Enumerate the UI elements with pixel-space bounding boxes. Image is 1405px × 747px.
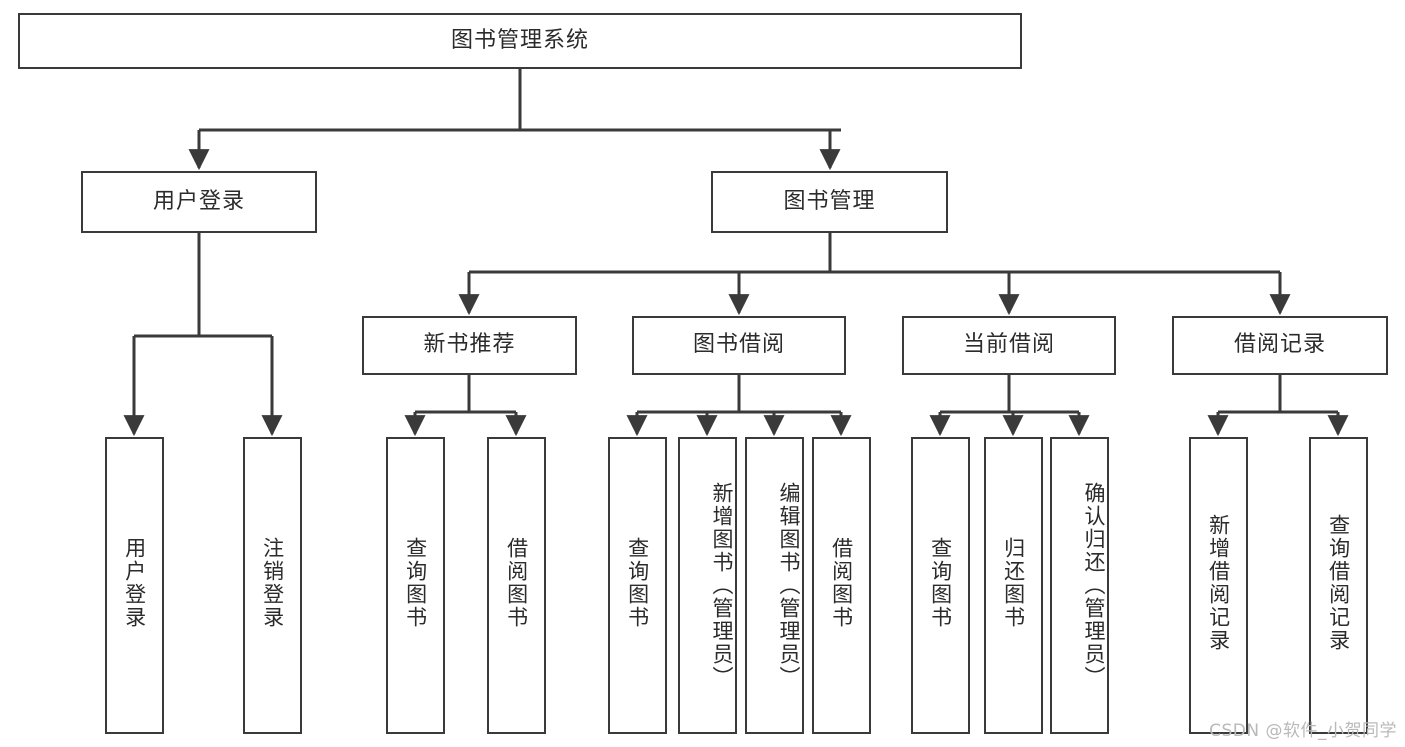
node-book-borrowing[interactable]: 图书借阅	[632, 316, 846, 375]
node-user-login[interactable]: 用户登录	[81, 171, 317, 233]
leaf-label: 用户登录	[122, 536, 147, 629]
node-user-login-label: 用户登录	[152, 188, 245, 214]
edges-book-manage-branch	[458, 233, 1291, 316]
edges-new-book-rec-leaves	[404, 375, 527, 437]
leaf-node-borrow-book-bb[interactable]: 借阅图书	[812, 437, 871, 734]
node-book-management[interactable]: 图书管理	[711, 171, 948, 233]
leaf-node-query-book-cb[interactable]: 查询图书	[911, 437, 970, 734]
leaf-label: 查询图书	[625, 536, 650, 629]
leaf-node-query-borrow-record[interactable]: 查询借阅记录	[1309, 437, 1368, 734]
leaf-node-user-login[interactable]: 用户登录	[105, 437, 164, 734]
leaf-node-add-book-admin[interactable]: 新增图书（管理员）	[678, 437, 737, 734]
node-current-borrowing-label: 当前借阅	[962, 332, 1055, 358]
edges-root-to-level2	[188, 69, 841, 171]
leaf-node-edit-book-admin[interactable]: 编辑图书（管理员）	[745, 437, 804, 734]
leaf-label: 借阅图书	[504, 536, 529, 629]
node-root-label: 图书管理系统	[450, 27, 589, 53]
node-new-book-recommendation[interactable]: 新书推荐	[362, 316, 577, 375]
leaf-node-query-book-bb[interactable]: 查询图书	[608, 437, 667, 734]
node-book-management-label: 图书管理	[783, 188, 876, 214]
edges-user-login-branch	[123, 233, 283, 437]
leaf-label: 查询图书	[928, 536, 953, 629]
leaf-label: 确认归还（管理员）	[1082, 482, 1106, 689]
node-root-book-management-system[interactable]: 图书管理系统	[18, 13, 1022, 69]
leaf-label: 新增借阅记录	[1206, 513, 1231, 652]
leaf-node-logout[interactable]: 注销登录	[243, 437, 302, 734]
node-book-borrowing-label: 图书借阅	[692, 332, 785, 358]
leaf-node-confirm-return-admin[interactable]: 确认归还（管理员）	[1050, 437, 1109, 734]
leaf-label: 查询借阅记录	[1326, 513, 1351, 652]
leaf-node-return-book[interactable]: 归还图书	[984, 437, 1043, 734]
edges-borrow-record-leaves	[1207, 375, 1349, 437]
node-borrowing-record-label: 借阅记录	[1233, 332, 1326, 358]
leaf-node-query-book-nbr[interactable]: 查询图书	[386, 437, 445, 734]
node-borrowing-record[interactable]: 借阅记录	[1172, 316, 1388, 375]
csdn-watermark: CSDN @软件_小贺同学	[1209, 721, 1397, 741]
leaf-label: 注销登录	[260, 536, 285, 629]
edges-current-borrow-leaves	[929, 375, 1090, 437]
leaf-label: 借阅图书	[829, 536, 854, 629]
leaf-label: 编辑图书（管理员）	[777, 482, 801, 689]
leaf-label: 查询图书	[403, 536, 428, 629]
leaf-node-add-borrow-record[interactable]: 新增借阅记录	[1189, 437, 1248, 734]
node-new-book-recommendation-label: 新书推荐	[423, 332, 516, 358]
leaf-label: 新增图书（管理员）	[710, 482, 734, 689]
edges-book-borrow-leaves	[626, 375, 852, 437]
leaf-label: 归还图书	[1001, 536, 1026, 629]
leaf-node-borrow-book-nbr[interactable]: 借阅图书	[487, 437, 546, 734]
node-current-borrowing[interactable]: 当前借阅	[902, 316, 1116, 375]
